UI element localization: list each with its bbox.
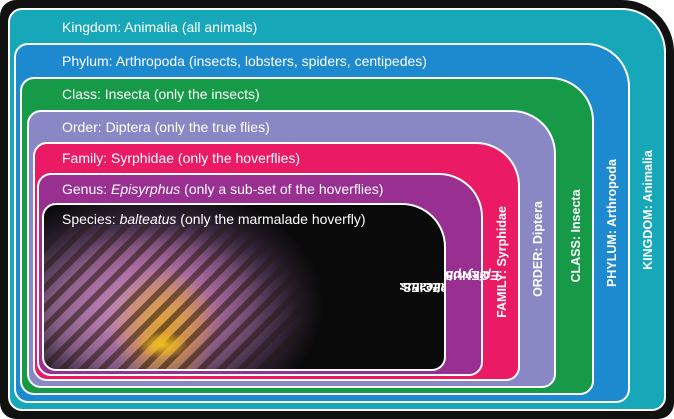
order-vertical-label: ORDER: Diptera [527,112,549,386]
class-vertical-label: CLASS: Insecta [565,79,587,393]
species-vertical-label: SPECIES: balteatus [417,205,439,369]
kingdom-vertical-label: KINGDOM: Animalia [637,10,659,409]
order-label: Order: Diptera (only the true flies) [62,119,270,135]
class-label: Class: Insecta (only the insects) [62,86,260,102]
phylum-label: Phylum: Arthropoda (insects, lobsters, s… [62,53,427,69]
hoverfly-photo [44,225,344,371]
family-vertical-label: FAMILY: Syrphidae [491,144,513,379]
genus-label: Genus: Episyrphus (only a sub-set of the… [62,181,383,197]
genus-vertical-label: GENUS: Episyrphus [454,175,476,374]
kingdom-label: Kingdom: Animalia (all animals) [62,19,257,35]
phylum-vertical-label: PHYLUM: Arthropoda [601,45,623,401]
species-frame: Species: balteatus (only the marmalade h… [42,203,446,371]
species-label: Species: balteatus (only the marmalade h… [62,211,366,227]
family-label: Family: Syrphidae (only the hoverflies) [62,150,300,166]
